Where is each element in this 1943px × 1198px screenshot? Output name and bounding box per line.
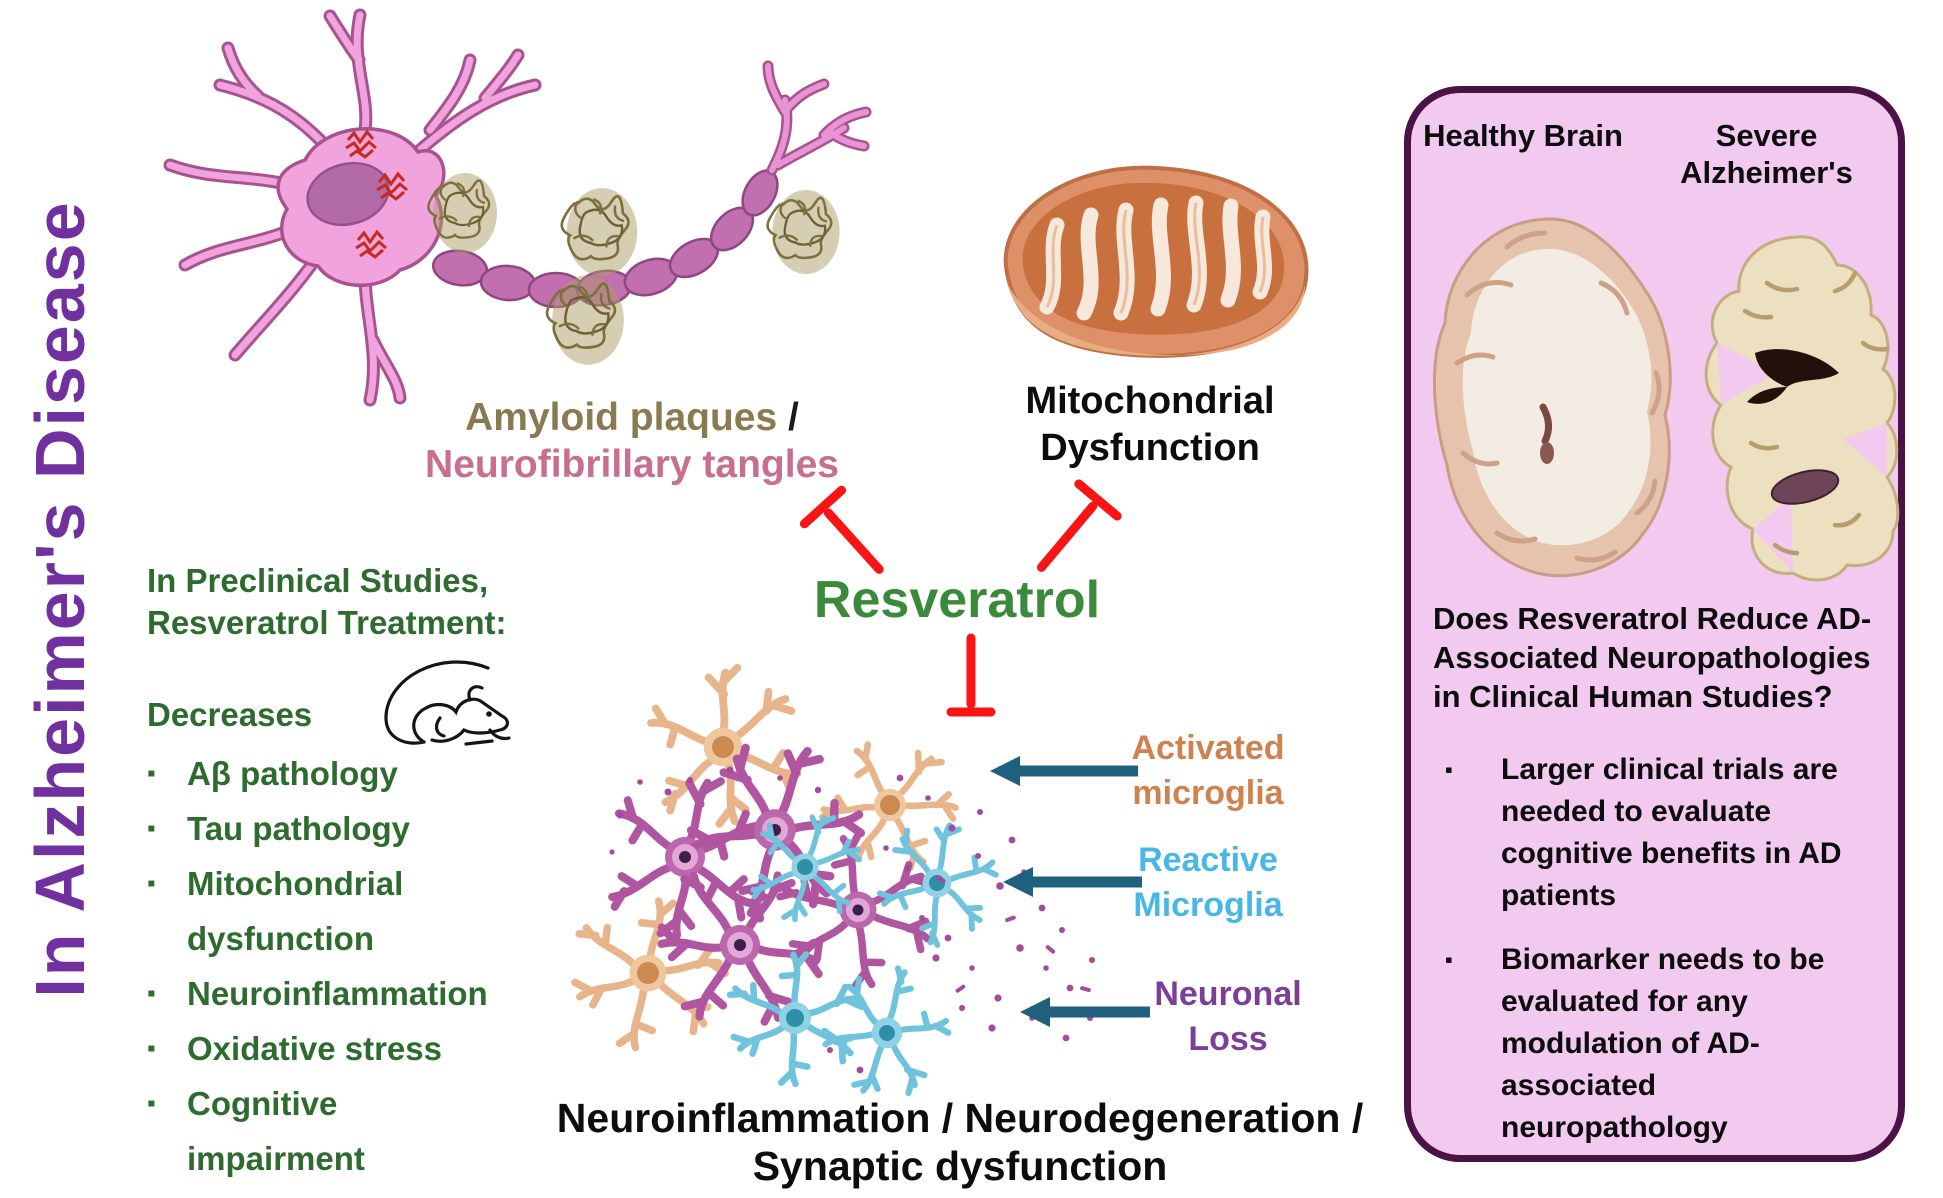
preclinical-panel: In Preclinical Studies, Resveratrol Trea… bbox=[147, 560, 587, 1198]
healthy-brain-label: Healthy Brain bbox=[1423, 118, 1623, 153]
list-item: Larger clinical trials are needed to eva… bbox=[1433, 749, 1883, 917]
neuroinflammation-caption: Neuroinflammation / Neurodegeneration / … bbox=[556, 1095, 1364, 1189]
list-item: Synaptic dysfunction bbox=[147, 1186, 519, 1198]
neuronal-debris bbox=[609, 766, 1095, 1074]
page-title: In Alzheimer's Disease bbox=[21, 200, 99, 998]
neurofibrillary-tangles-text: Neurofibrillary tangles bbox=[425, 443, 839, 486]
clinical-question: Does Resveratrol Reduce AD-Associated Ne… bbox=[1433, 601, 1872, 714]
preclinical-heading: In Preclinical Studies, Resveratrol Trea… bbox=[147, 562, 507, 641]
activated-microglia-cells bbox=[564, 668, 980, 1056]
list-item: Mitochondrial dysfunction bbox=[147, 856, 519, 966]
decreases-list: Aβ pathology Tau pathology Mitochondrial… bbox=[147, 746, 519, 1198]
list-item: Oxidative stress bbox=[147, 1021, 519, 1076]
inhibition-arrow-right bbox=[1036, 479, 1122, 572]
mouse-icon bbox=[384, 660, 511, 746]
severe-alzheimers-brain-image bbox=[1704, 235, 1900, 582]
brain-comparison-header: Healthy Brain Severe Alzheimer's bbox=[1411, 117, 1898, 191]
reactive-microglia-cells bbox=[714, 797, 1016, 1110]
neuroinflammation-illustration bbox=[480, 630, 1095, 1110]
list-item: Biomarker needs to be evaluated for any … bbox=[1433, 939, 1883, 1149]
slash-text: / bbox=[777, 396, 799, 439]
list-item: Tau pathology bbox=[147, 801, 519, 856]
clinical-bullets: Larger clinical trials are needed to eva… bbox=[1433, 749, 1883, 1171]
decreases-heading: Decreases bbox=[147, 696, 313, 733]
severe-alzheimers-label: Severe Alzheimer's bbox=[1680, 118, 1853, 190]
mitochondria-illustration bbox=[1003, 165, 1309, 358]
list-item: Cognitive impairment bbox=[147, 1076, 519, 1186]
amyloid-tangles-label: Amyloid plaques / Neurofibrillary tangle… bbox=[372, 394, 892, 488]
list-item: Aβ pathology bbox=[147, 746, 519, 801]
healthy-brain-image bbox=[1433, 217, 1672, 578]
mitochondrial-dysfunction-label: Mitochondrial Dysfunction bbox=[1025, 380, 1275, 469]
activated-microglia-label: Activated microglia bbox=[1131, 729, 1285, 812]
reactive-microglia-label: Reactive Microglia bbox=[1133, 841, 1283, 924]
list-item: Neuroinflammation bbox=[147, 966, 519, 1021]
neuron-illustration bbox=[163, 8, 872, 407]
neuron-nucleus bbox=[306, 161, 390, 227]
clinical-panel: Healthy Brain Severe Alzheimer's bbox=[1404, 86, 1905, 1162]
neuronal-loss-label: Neuronal Loss bbox=[1154, 975, 1302, 1058]
resveratrol-label: Resveratrol bbox=[813, 571, 1101, 629]
amyloid-plaques-text: Amyloid plaques bbox=[465, 396, 778, 439]
